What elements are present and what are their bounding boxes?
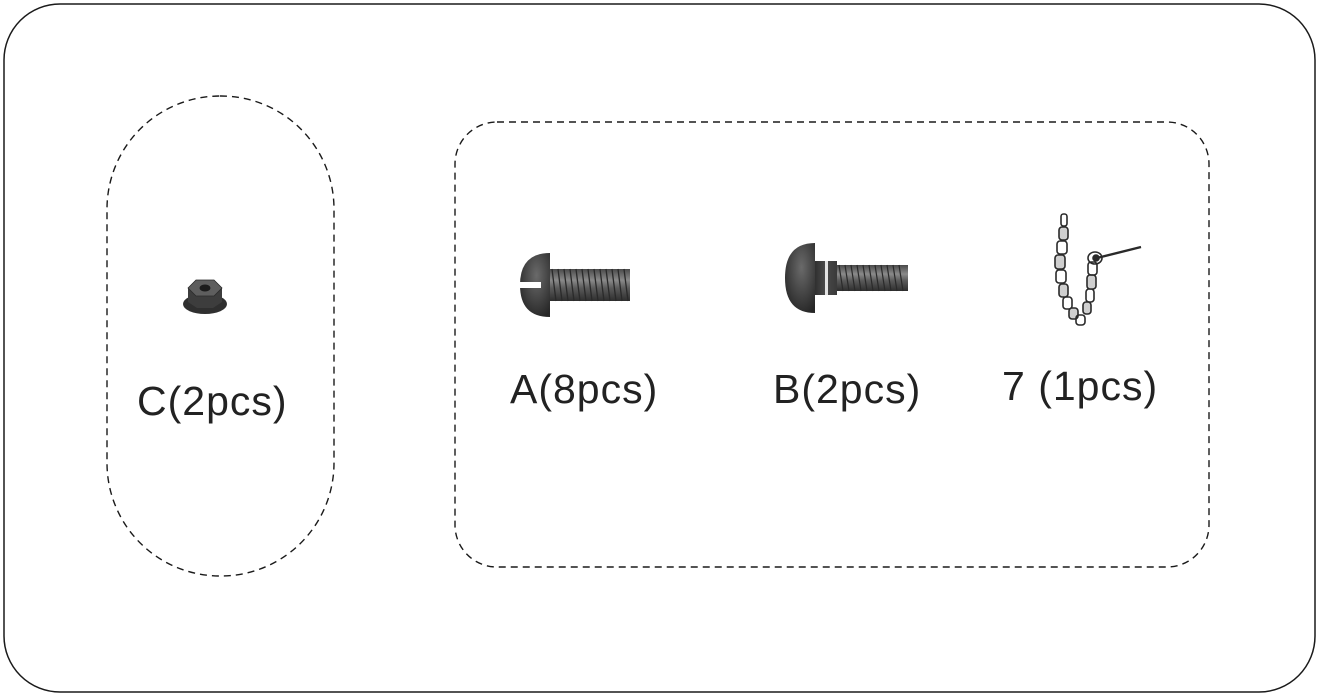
part-label-c: C(2pcs) <box>137 378 288 424</box>
nut-group-outline <box>106 95 335 577</box>
bolt-group-outline <box>454 121 1210 568</box>
part-label-b: B(2pcs) <box>773 366 921 412</box>
carriage-bolt-icon <box>785 243 908 313</box>
part-label-a: A(8pcs) <box>510 366 658 412</box>
outer-frame <box>3 3 1316 693</box>
chain-pin-icon <box>1054 213 1142 326</box>
round-head-screw-icon <box>519 253 630 317</box>
part-label-7: 7 (1pcs) <box>1002 363 1158 409</box>
flange-nut-icon <box>183 279 227 314</box>
